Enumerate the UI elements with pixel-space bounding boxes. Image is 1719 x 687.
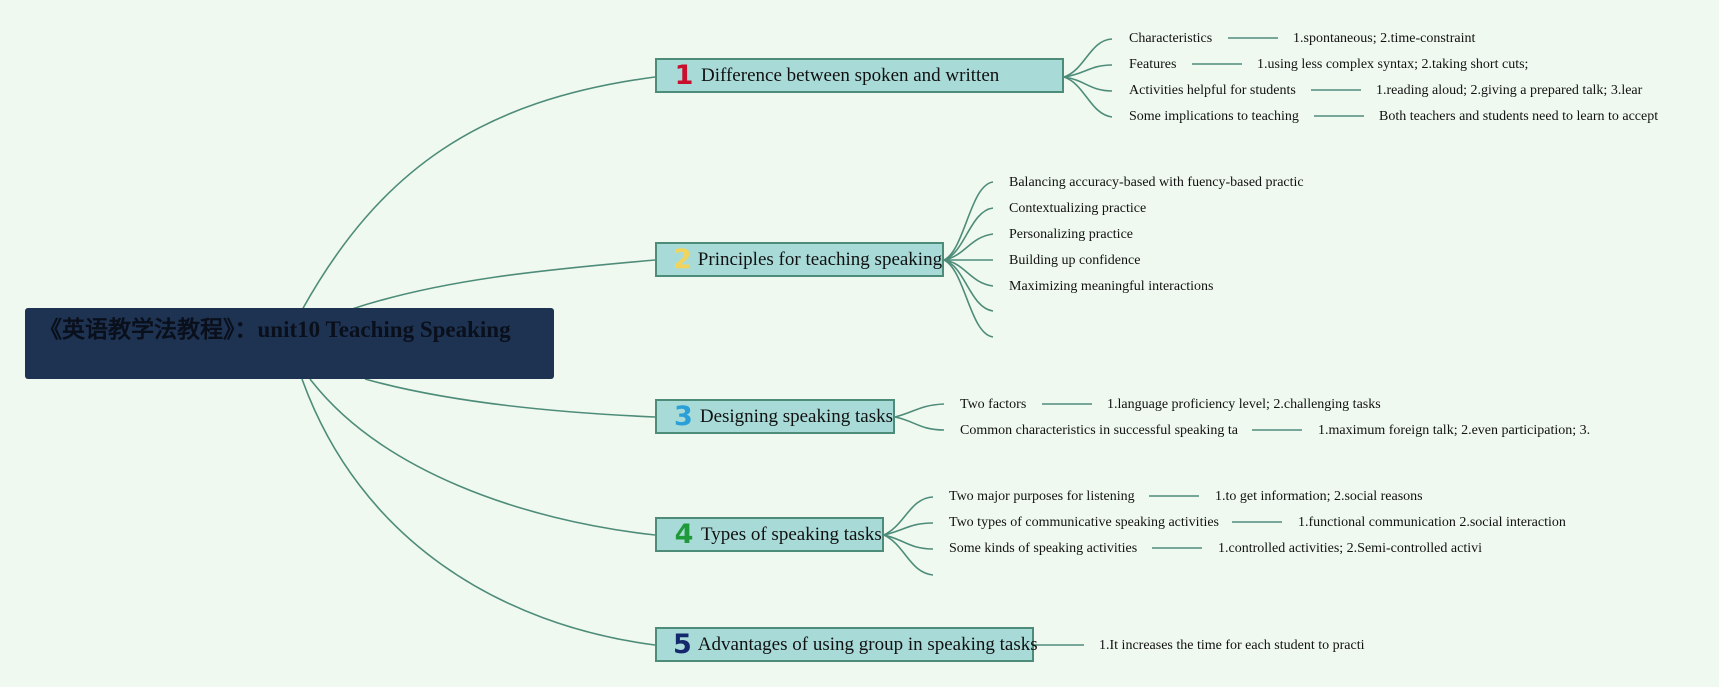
- topic-label: Advantages of using group in speaking ta…: [697, 633, 1038, 655]
- topic-number-1: 1: [674, 59, 694, 91]
- detail-4-3[interactable]: 1.controlled activities; 2.Semi-controll…: [1218, 541, 1482, 556]
- topic-label: Difference between spoken and written: [701, 64, 1000, 86]
- connector-root-topic-3: [364, 378, 656, 418]
- connector-t1-s2: [1063, 64, 1113, 78]
- subtopic-2-4[interactable]: Building up confidence: [1009, 253, 1141, 268]
- topic-number-2: 2: [673, 243, 692, 275]
- detail-4-2[interactable]: 1.functional communication 2.social inte…: [1298, 515, 1566, 530]
- connector-root-topic-1: [301, 76, 656, 311]
- detail-1-2[interactable]: 1.using less complex syntax; 2.taking sh…: [1257, 57, 1529, 72]
- subtopic-1-3[interactable]: Activities helpful for students: [1129, 83, 1296, 98]
- subtopic-3-2[interactable]: Common characteristics in successful spe…: [960, 423, 1238, 438]
- subtopic-1-1[interactable]: Characteristics: [1129, 31, 1213, 46]
- detail-3-1[interactable]: 1.language proficiency level; 2.challeng…: [1107, 397, 1381, 412]
- detail-1-4[interactable]: Both teachers and students need to learn…: [1379, 109, 1659, 124]
- connector-t1-s1: [1063, 38, 1113, 78]
- connector-t1-s4: [1063, 76, 1113, 118]
- subtopic-4-1[interactable]: Two major purposes for listening: [949, 489, 1135, 504]
- connector-t2-s1: [943, 181, 994, 261]
- connector-t3-s2: [894, 416, 945, 431]
- subtopic-2-5[interactable]: Maximizing meaningful interactions: [1009, 279, 1214, 294]
- topic-2[interactable]: 2 Principles for teaching speaking: [655, 242, 944, 277]
- connector-t2-s6: [943, 259, 994, 312]
- connector-root-topic-4: [309, 378, 656, 536]
- detail-5-1[interactable]: 1.It increases the time for each student…: [1099, 638, 1365, 653]
- topic-1[interactable]: 1 Difference between spoken and written: [655, 58, 1064, 93]
- connector-root-topic-2: [351, 259, 656, 310]
- subtopic-4-3[interactable]: Some kinds of speaking activities: [949, 541, 1138, 556]
- connector-t4-s2: [883, 522, 934, 536]
- subtopic-2-3[interactable]: Personalizing practice: [1009, 227, 1134, 242]
- detail-4-1[interactable]: 1.to get information; 2.social reasons: [1215, 489, 1423, 504]
- connector-root-topic-5: [301, 378, 656, 646]
- connector-t4-s3: [883, 534, 934, 550]
- root-topic[interactable]: 《英语教学法教程》：unit10 Teaching Speaking: [25, 308, 554, 379]
- topic-label: Types of speaking tasks: [701, 523, 882, 545]
- subtopic-1-2[interactable]: Features: [1129, 57, 1177, 72]
- topic-4[interactable]: 4 Types of speaking tasks: [655, 517, 884, 552]
- detail-1-1[interactable]: 1.spontaneous; 2.time-constraint: [1293, 31, 1476, 46]
- connector-t2-s7: [943, 259, 994, 338]
- subtopic-1-4[interactable]: Some implications to teaching: [1129, 109, 1299, 124]
- topic-label: Designing speaking tasks: [699, 405, 893, 427]
- topic-number-3: 3: [674, 400, 693, 432]
- connector-t1-s3: [1063, 76, 1113, 92]
- topic-number-4: 4: [674, 518, 694, 550]
- subtopic-2-2[interactable]: Contextualizing practice: [1009, 201, 1147, 216]
- connector-t3-s1: [894, 403, 945, 418]
- connector-t4-s4: [883, 534, 934, 576]
- connector-t2-s5: [943, 259, 994, 287]
- topic-number-5: 5: [673, 628, 692, 660]
- connector-t4-s1: [883, 496, 934, 536]
- topic-5[interactable]: 5 Advantages of using group in speaking …: [655, 627, 1038, 662]
- root-title: 《英语教学法教程》：unit10 Teaching Speaking: [39, 317, 511, 342]
- connector-t2-s3: [943, 233, 994, 261]
- topic-3[interactable]: 3 Designing speaking tasks: [655, 399, 895, 434]
- connector-t2-s2: [943, 207, 994, 261]
- subtopic-4-2[interactable]: Two types of communicative speaking acti…: [949, 515, 1220, 530]
- subtopic-3-1[interactable]: Two factors: [960, 397, 1027, 412]
- detail-1-3[interactable]: 1.reading aloud; 2.giving a prepared tal…: [1376, 83, 1643, 98]
- topic-label: Principles for teaching speaking: [697, 248, 943, 270]
- detail-3-2[interactable]: 1.maximum foreign talk; 2.even participa…: [1318, 423, 1591, 438]
- subtopic-2-1[interactable]: Balancing accuracy-based with fuency-bas…: [1009, 175, 1304, 190]
